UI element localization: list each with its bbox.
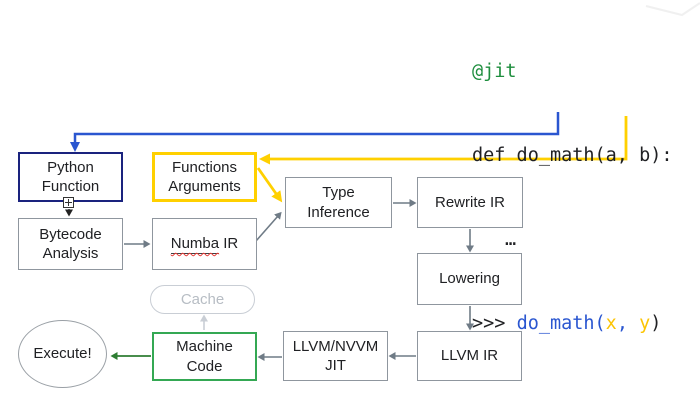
arrow-args-to-functions-arguments [259, 116, 628, 165]
node-bytecode-analysis: Bytecode Analysis [18, 218, 123, 270]
node-label: Functions [171, 158, 238, 176]
arrow-function-to-python-function [70, 112, 560, 152]
code-decorator: @jit [472, 61, 517, 82]
node-label: Cache [180, 290, 225, 308]
node-functions-arguments: Functions Arguments [152, 152, 257, 202]
code-arg-y: y [639, 313, 651, 334]
node-label: Python [47, 158, 94, 176]
code-repl-line: >>> do_math(x, y) [472, 310, 672, 338]
code-snippet: @jit def do_math(a, b): … >>> do_math(x,… [472, 2, 672, 394]
arrow-numba-ir-to-type-inference [255, 211, 282, 242]
node-label: Inference [307, 203, 370, 221]
node-label: Arguments [168, 178, 241, 195]
node-label-misspelled: Numba [170, 234, 220, 255]
arrow-functions-arguments-to-type-inference [256, 167, 283, 203]
node-numba-ir: Numba IR [152, 218, 257, 270]
code-close-paren: ) [650, 313, 662, 334]
code-arg-x: x [605, 313, 617, 334]
node-label: JIT [325, 357, 346, 374]
node-label: LLVM IR [440, 347, 499, 365]
node-rewrite-ir: Rewrite IR [417, 177, 523, 228]
node-lowering: Lowering [417, 253, 522, 305]
node-label: Bytecode [39, 225, 102, 243]
code-separator: , [616, 313, 640, 334]
node-label: IR [219, 235, 239, 253]
node-type-inference: Type Inference [285, 177, 392, 228]
logo-fragment-icon [645, 2, 700, 17]
node-label: LLVM/NVVM [292, 337, 379, 355]
code-prompt: >>> [472, 313, 517, 334]
code-call: do_math( [516, 313, 606, 334]
anchor-plus-icon [63, 197, 74, 208]
node-label: Function [41, 178, 100, 195]
node-label: Rewrite IR [434, 193, 505, 211]
node-label: Analysis [42, 245, 99, 262]
node-label: Execute! [33, 345, 92, 363]
node-llvm-ir: LLVM IR [417, 331, 522, 381]
node-machine-code: Machine Code [152, 332, 257, 381]
node-label: Type [322, 184, 355, 202]
node-label: Machine [176, 338, 233, 356]
code-definition: def do_math(a, b): [472, 145, 673, 166]
code-body-ellipsis: … [505, 229, 517, 250]
node-label: Lowering [439, 270, 500, 288]
node-cache: Cache [150, 285, 255, 314]
node-llvm-nvvm-jit: LLVM/NVVM JIT [283, 331, 388, 381]
node-label: Code [186, 357, 223, 375]
node-python-function: Python Function [18, 152, 123, 202]
node-execute: Execute! [18, 320, 107, 388]
